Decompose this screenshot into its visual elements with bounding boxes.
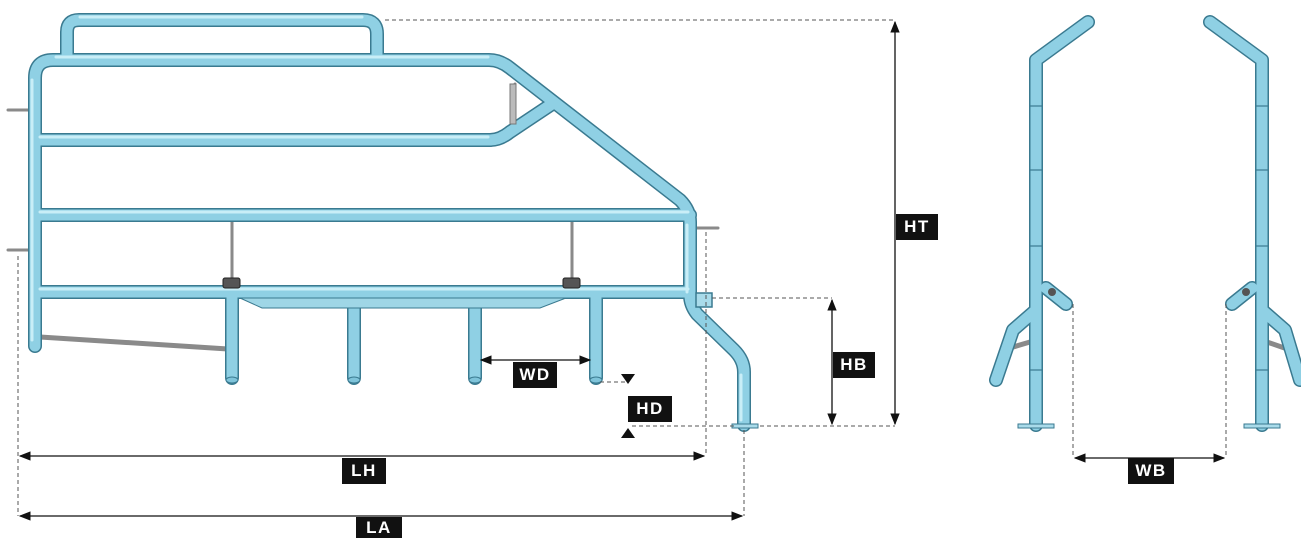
dimension-label-hb: HB <box>833 352 875 378</box>
leg-caps <box>225 376 603 384</box>
extension-lines <box>17 19 1227 516</box>
gate-tubes-outline <box>28 13 751 432</box>
gate-tubes-highlight <box>30 15 743 422</box>
dimension-label-wb: WB <box>1128 458 1174 484</box>
end-view-right-post <box>1203 15 1301 432</box>
dimension-label-lh: LH <box>342 458 386 484</box>
dimension-label-la: LA <box>356 517 402 538</box>
foot-plate <box>731 423 759 429</box>
dimension-arrows <box>18 20 1226 521</box>
dim-hd-arrows <box>621 374 635 438</box>
side-view-drawing <box>6 13 759 432</box>
corner-brace <box>509 83 517 125</box>
end-view-left-post <box>989 15 1095 432</box>
hinge-block <box>695 292 713 308</box>
dimension-label-wd: WD <box>513 362 557 388</box>
gate-tubes-fill <box>29 14 750 431</box>
dimension-label-hd: HD <box>628 396 672 422</box>
dimension-label-ht: HT <box>896 214 938 240</box>
rod-clamps <box>222 277 581 289</box>
trough-plate <box>239 297 567 309</box>
steel-rods <box>6 82 720 352</box>
